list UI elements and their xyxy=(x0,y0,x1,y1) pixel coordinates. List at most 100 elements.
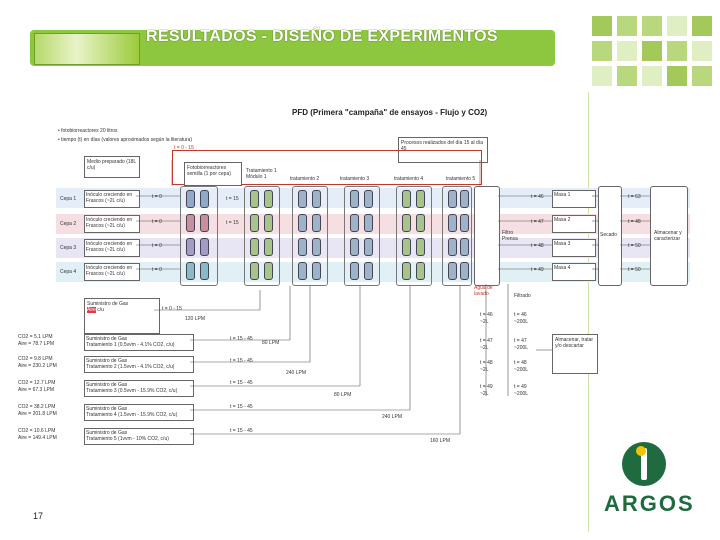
bullet-1: • fotobiorreactores 20 litros xyxy=(58,128,118,134)
decor-tile xyxy=(592,66,612,86)
filtrado-t: t = 46 xyxy=(514,312,527,318)
vessel xyxy=(416,190,425,208)
bullet-2: • tiempo (t) en días (valores aproximado… xyxy=(58,137,193,143)
vessel xyxy=(448,190,457,208)
filtrado-t: t = 48 xyxy=(480,360,493,366)
cepa-band-2 xyxy=(56,214,690,234)
cepa-label: Cepa 3 xyxy=(60,245,77,251)
cepa-band-1 xyxy=(56,188,690,208)
vessel xyxy=(264,214,273,232)
vessel xyxy=(264,238,273,256)
aire-value: Aire = 67.3 LPM xyxy=(18,387,54,393)
module-group xyxy=(442,186,472,286)
decor-tile xyxy=(617,66,637,86)
vessel xyxy=(460,262,469,280)
vessel xyxy=(350,190,359,208)
co2-value: CO2 = 9.8 LPM xyxy=(18,356,53,362)
logo-stroke xyxy=(641,448,647,480)
t-row-label: t = 15 xyxy=(226,196,239,202)
secado-frame xyxy=(598,186,622,286)
cepa-label: Cepa 1 xyxy=(60,196,77,202)
t-start-label: t = 0 xyxy=(152,219,162,225)
t-range-label: t = 0 - 15 xyxy=(174,145,194,151)
modulo-label: Tratamiento 1 Módulo 1 xyxy=(246,168,277,180)
vessel xyxy=(416,214,425,232)
cepa-band-3 xyxy=(56,238,690,258)
vessel xyxy=(312,214,321,232)
filtrado-t: t = 46 xyxy=(480,312,493,318)
decor-tile xyxy=(692,66,712,86)
supply-t: t = 15 - 45 xyxy=(230,428,253,434)
t-row-label: t = 15 xyxy=(226,220,239,226)
vessel xyxy=(298,238,307,256)
slide-number: 17 xyxy=(33,511,44,521)
almacenar2-box: Almacenar, tratar y/o descartar xyxy=(552,334,598,374)
filtrado-v: ~200L xyxy=(514,319,529,325)
inoculo-box: Inóculo creciendo en Frascos (~2L c/u) xyxy=(84,215,140,233)
vessel xyxy=(364,190,373,208)
module-group xyxy=(396,186,432,286)
filtrado-v: ~200L xyxy=(514,345,529,351)
vessel xyxy=(200,238,209,256)
module-group xyxy=(292,186,328,286)
gas-top-lpm: 120 LPM xyxy=(185,316,206,322)
inoculo-box: Inóculo creciendo en Frascos (~2L c/u) xyxy=(84,239,140,257)
vessel xyxy=(364,262,373,280)
treatment-label: tratamiento 5 xyxy=(446,176,476,182)
vessel xyxy=(460,214,469,232)
vessel xyxy=(250,214,259,232)
supply-t: t = 15 - 45 xyxy=(230,404,253,410)
vessel xyxy=(416,238,425,256)
supply-lpm: 80 LPM xyxy=(262,340,280,346)
treatment-label: tratamiento 4 xyxy=(394,176,424,182)
reactor-grid xyxy=(180,186,472,286)
vessel xyxy=(364,214,373,232)
vessel xyxy=(186,262,195,280)
header-image xyxy=(34,33,140,65)
treatment-label: tratamiento 3 xyxy=(340,176,370,182)
filtrado-v: ~200L xyxy=(514,367,529,373)
co2-value: CO2 = 5.1 LPM xyxy=(18,334,53,340)
filtrado-v: ~200L xyxy=(514,391,529,397)
masa-box: Masa 3 xyxy=(552,239,596,257)
agua-label: Agua de lavado xyxy=(474,285,493,297)
almacenar-label: Almacenar y caracterizar xyxy=(654,230,682,242)
decor-tile xyxy=(642,16,662,36)
vessel xyxy=(200,262,209,280)
seed-reactor-group xyxy=(180,186,218,286)
t-out-label: t = 46 xyxy=(531,194,544,200)
vessel xyxy=(448,238,457,256)
slide-title: RESULTADOS - DISEÑO DE EXPERIMENTOS xyxy=(146,28,498,45)
decor-tile xyxy=(592,41,612,61)
vessel xyxy=(298,262,307,280)
filtrado-v: ~2L xyxy=(480,367,489,373)
filtro-label: Filtro Prensa xyxy=(502,230,518,242)
vessel xyxy=(186,190,195,208)
vessel xyxy=(298,190,307,208)
filtrado-v: ~2L xyxy=(480,391,489,397)
supply-lpm: 80 LPM xyxy=(334,392,352,398)
vessel xyxy=(364,238,373,256)
aire-row: Aire c/u xyxy=(87,307,157,313)
co2-value: CO2 = 12.7 LPM xyxy=(18,380,56,386)
vessel xyxy=(264,262,273,280)
logo-dot xyxy=(636,446,646,456)
vessel xyxy=(298,214,307,232)
filter-press-frame xyxy=(474,186,500,286)
t-end-label: t = 48 xyxy=(628,219,641,225)
decor-tile xyxy=(617,16,637,36)
filtrado-t: t = 48 xyxy=(514,360,527,366)
decor-tile xyxy=(592,16,612,36)
gas-supply-top: Suministro de Gas Aire c/u xyxy=(84,298,160,334)
t-end-label: t = 50 xyxy=(628,267,641,273)
t-start-label: t = 0 xyxy=(152,267,162,273)
module-group xyxy=(344,186,380,286)
vessel xyxy=(416,262,425,280)
supply-lpm: 240 LPM xyxy=(286,370,307,376)
module-group xyxy=(244,186,280,286)
decor-tile xyxy=(642,66,662,86)
masa-box: Masa 1 xyxy=(552,190,596,208)
vessel xyxy=(460,238,469,256)
masa-box: Masa 2 xyxy=(552,215,596,233)
